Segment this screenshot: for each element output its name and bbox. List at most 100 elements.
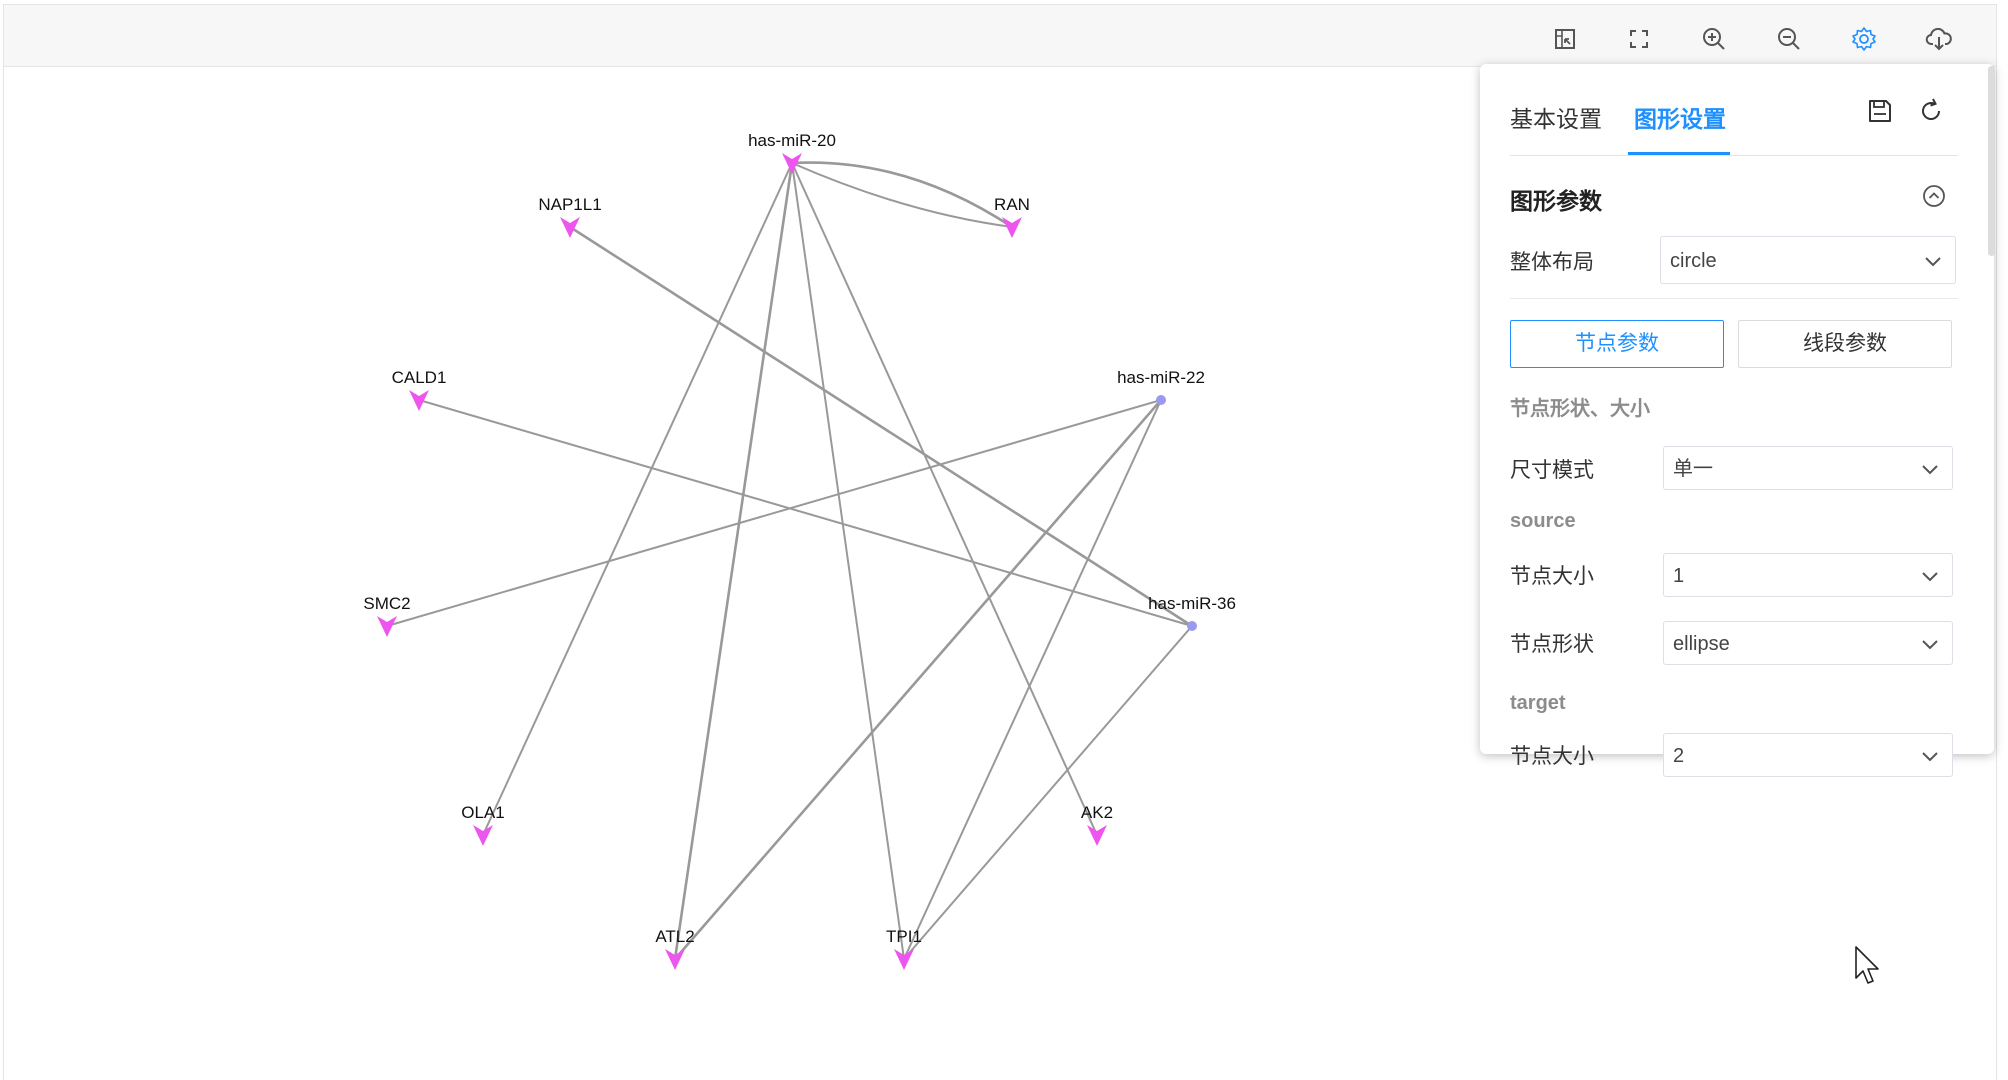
edge-has-miR-20-OLA1[interactable] — [482, 162, 793, 836]
node-AK2[interactable]: AK2 — [1081, 803, 1113, 846]
chevron-down-icon — [1922, 465, 1938, 475]
chevron-down-icon — [1925, 257, 1941, 267]
settings-gear-icon — [1852, 27, 1876, 51]
save-button[interactable] — [1863, 94, 1897, 128]
zoom-in-button[interactable] — [1698, 23, 1730, 55]
reset-button[interactable] — [1914, 94, 1948, 128]
edge-has-miR-22-TPI1[interactable] — [903, 399, 1162, 960]
chevron-down-icon — [1922, 640, 1938, 650]
node-marker[interactable] — [1156, 395, 1166, 405]
node-CALD1[interactable]: CALD1 — [392, 368, 447, 411]
edge-has-miR-20-AK2[interactable] — [791, 162, 1098, 836]
node-label: ATL2 — [655, 927, 694, 946]
divider — [1510, 298, 1958, 299]
fullscreen-button[interactable] — [1623, 23, 1655, 55]
collapse-icon[interactable] — [1920, 182, 1948, 210]
fit-view-button[interactable] — [1549, 23, 1581, 55]
size-mode-value: 单一 — [1673, 458, 1713, 480]
edge-has-miR-22-SMC2[interactable] — [386, 399, 1162, 627]
tab-basic-settings[interactable]: 基本设置 — [1510, 106, 1602, 132]
node-size-select[interactable]: 1 — [1663, 553, 1953, 597]
node-marker[interactable] — [665, 949, 685, 970]
panel-scrollbar[interactable] — [1988, 66, 1995, 256]
chevron-down-icon — [1922, 752, 1938, 762]
zoom-out-button[interactable] — [1773, 23, 1805, 55]
tab-node-params[interactable]: 节点参数 — [1510, 320, 1724, 368]
edge-has-miR-20-TPI1[interactable] — [791, 162, 905, 960]
section-title: 图形参数 — [1510, 188, 1602, 214]
zoom-out-icon — [1778, 28, 1800, 50]
mouse-cursor-icon — [1855, 946, 1879, 984]
tab-edge-params[interactable]: 线段参数 — [1738, 320, 1952, 368]
save-icon — [1869, 100, 1891, 122]
target-heading: target — [1510, 692, 1566, 714]
node-marker[interactable] — [1187, 621, 1197, 631]
target-size-select[interactable]: 2 — [1663, 733, 1953, 777]
active-tab-indicator — [1628, 152, 1730, 155]
top-toolbar — [4, 5, 1996, 67]
node-has-miR-36[interactable]: has-miR-36 — [1148, 594, 1236, 631]
node-ATL2[interactable]: ATL2 — [655, 927, 695, 970]
edge-has-miR-20-RAN[interactable] — [791, 161, 1013, 229]
tab-graphic-settings[interactable]: 图形设置 — [1634, 106, 1726, 132]
node-marker[interactable] — [1002, 217, 1022, 238]
node-shape-value: ellipse — [1673, 633, 1730, 655]
node-NAP1L1[interactable]: NAP1L1 — [538, 195, 602, 238]
settings-panel: 基本设置 图形设置 图形参数 整体布局 circle 节点参数 线段参数 节点形… — [1480, 64, 1994, 777]
tab-divider — [1510, 155, 1958, 156]
edge-has-miR-20-ATL2[interactable] — [673, 162, 794, 960]
download-button[interactable] — [1923, 23, 1955, 55]
node-label: has-miR-20 — [748, 131, 836, 150]
node-marker[interactable] — [473, 825, 493, 846]
node-TPI1[interactable]: TPI1 — [886, 927, 922, 970]
node-label: has-miR-36 — [1148, 594, 1236, 613]
source-heading: source — [1510, 510, 1576, 532]
node-has-miR-22[interactable]: has-miR-22 — [1117, 368, 1205, 405]
node-label: has-miR-22 — [1117, 368, 1205, 387]
node-marker[interactable] — [894, 949, 914, 970]
node-label: CALD1 — [392, 368, 447, 387]
node-size-label: 节点大小 — [1510, 565, 1594, 588]
edge-NAP1L1-has-miR-36[interactable] — [569, 225, 1193, 628]
node-marker[interactable] — [1087, 825, 1107, 846]
node-marker[interactable] — [409, 390, 429, 411]
chevron-down-icon — [1922, 572, 1938, 582]
zoom-in-icon — [1703, 28, 1725, 50]
node-OLA1[interactable]: OLA1 — [461, 803, 505, 846]
target-size-label: 节点大小 — [1510, 745, 1594, 768]
layout-label: 整体布局 — [1510, 251, 1594, 274]
cloud-download-icon — [1925, 27, 1952, 51]
node-shape-select[interactable]: ellipse — [1663, 621, 1953, 665]
node-label: NAP1L1 — [538, 195, 601, 214]
size-mode-label: 尺寸模式 — [1510, 459, 1594, 482]
node-label: TPI1 — [886, 927, 922, 946]
node-shape-size-heading: 节点形状、大小 — [1510, 398, 1650, 420]
node-label: RAN — [994, 195, 1030, 214]
edge-has-miR-36-TPI1[interactable] — [903, 625, 1193, 960]
fullscreen-icon — [1630, 30, 1648, 48]
node-shape-label: 节点形状 — [1510, 633, 1594, 656]
layout-select-value: circle — [1670, 250, 1717, 272]
node-marker[interactable] — [782, 153, 802, 174]
settings-button[interactable] — [1848, 23, 1880, 55]
node-size-value: 1 — [1673, 565, 1685, 587]
node-marker[interactable] — [377, 616, 397, 637]
node-label: SMC2 — [363, 594, 410, 613]
fit-view-icon — [1555, 29, 1575, 49]
node-label: AK2 — [1081, 803, 1113, 822]
size-mode-select[interactable]: 单一 — [1663, 446, 1953, 490]
node-label: OLA1 — [461, 803, 504, 822]
node-SMC2[interactable]: SMC2 — [363, 594, 411, 637]
edge-CALD1-has-miR-36[interactable] — [418, 399, 1193, 627]
node-has-miR-20[interactable]: has-miR-20 — [748, 131, 836, 174]
layout-select[interactable]: circle — [1660, 236, 1956, 284]
node-marker[interactable] — [560, 217, 580, 238]
edge-layer — [386, 161, 1193, 960]
node-RAN[interactable]: RAN — [994, 195, 1030, 238]
refresh-icon — [1922, 98, 1940, 120]
target-size-value: 2 — [1673, 745, 1685, 767]
edge-has-miR-20-RAN[interactable] — [791, 162, 1013, 228]
edge-has-miR-22-ATL2[interactable] — [674, 399, 1162, 960]
